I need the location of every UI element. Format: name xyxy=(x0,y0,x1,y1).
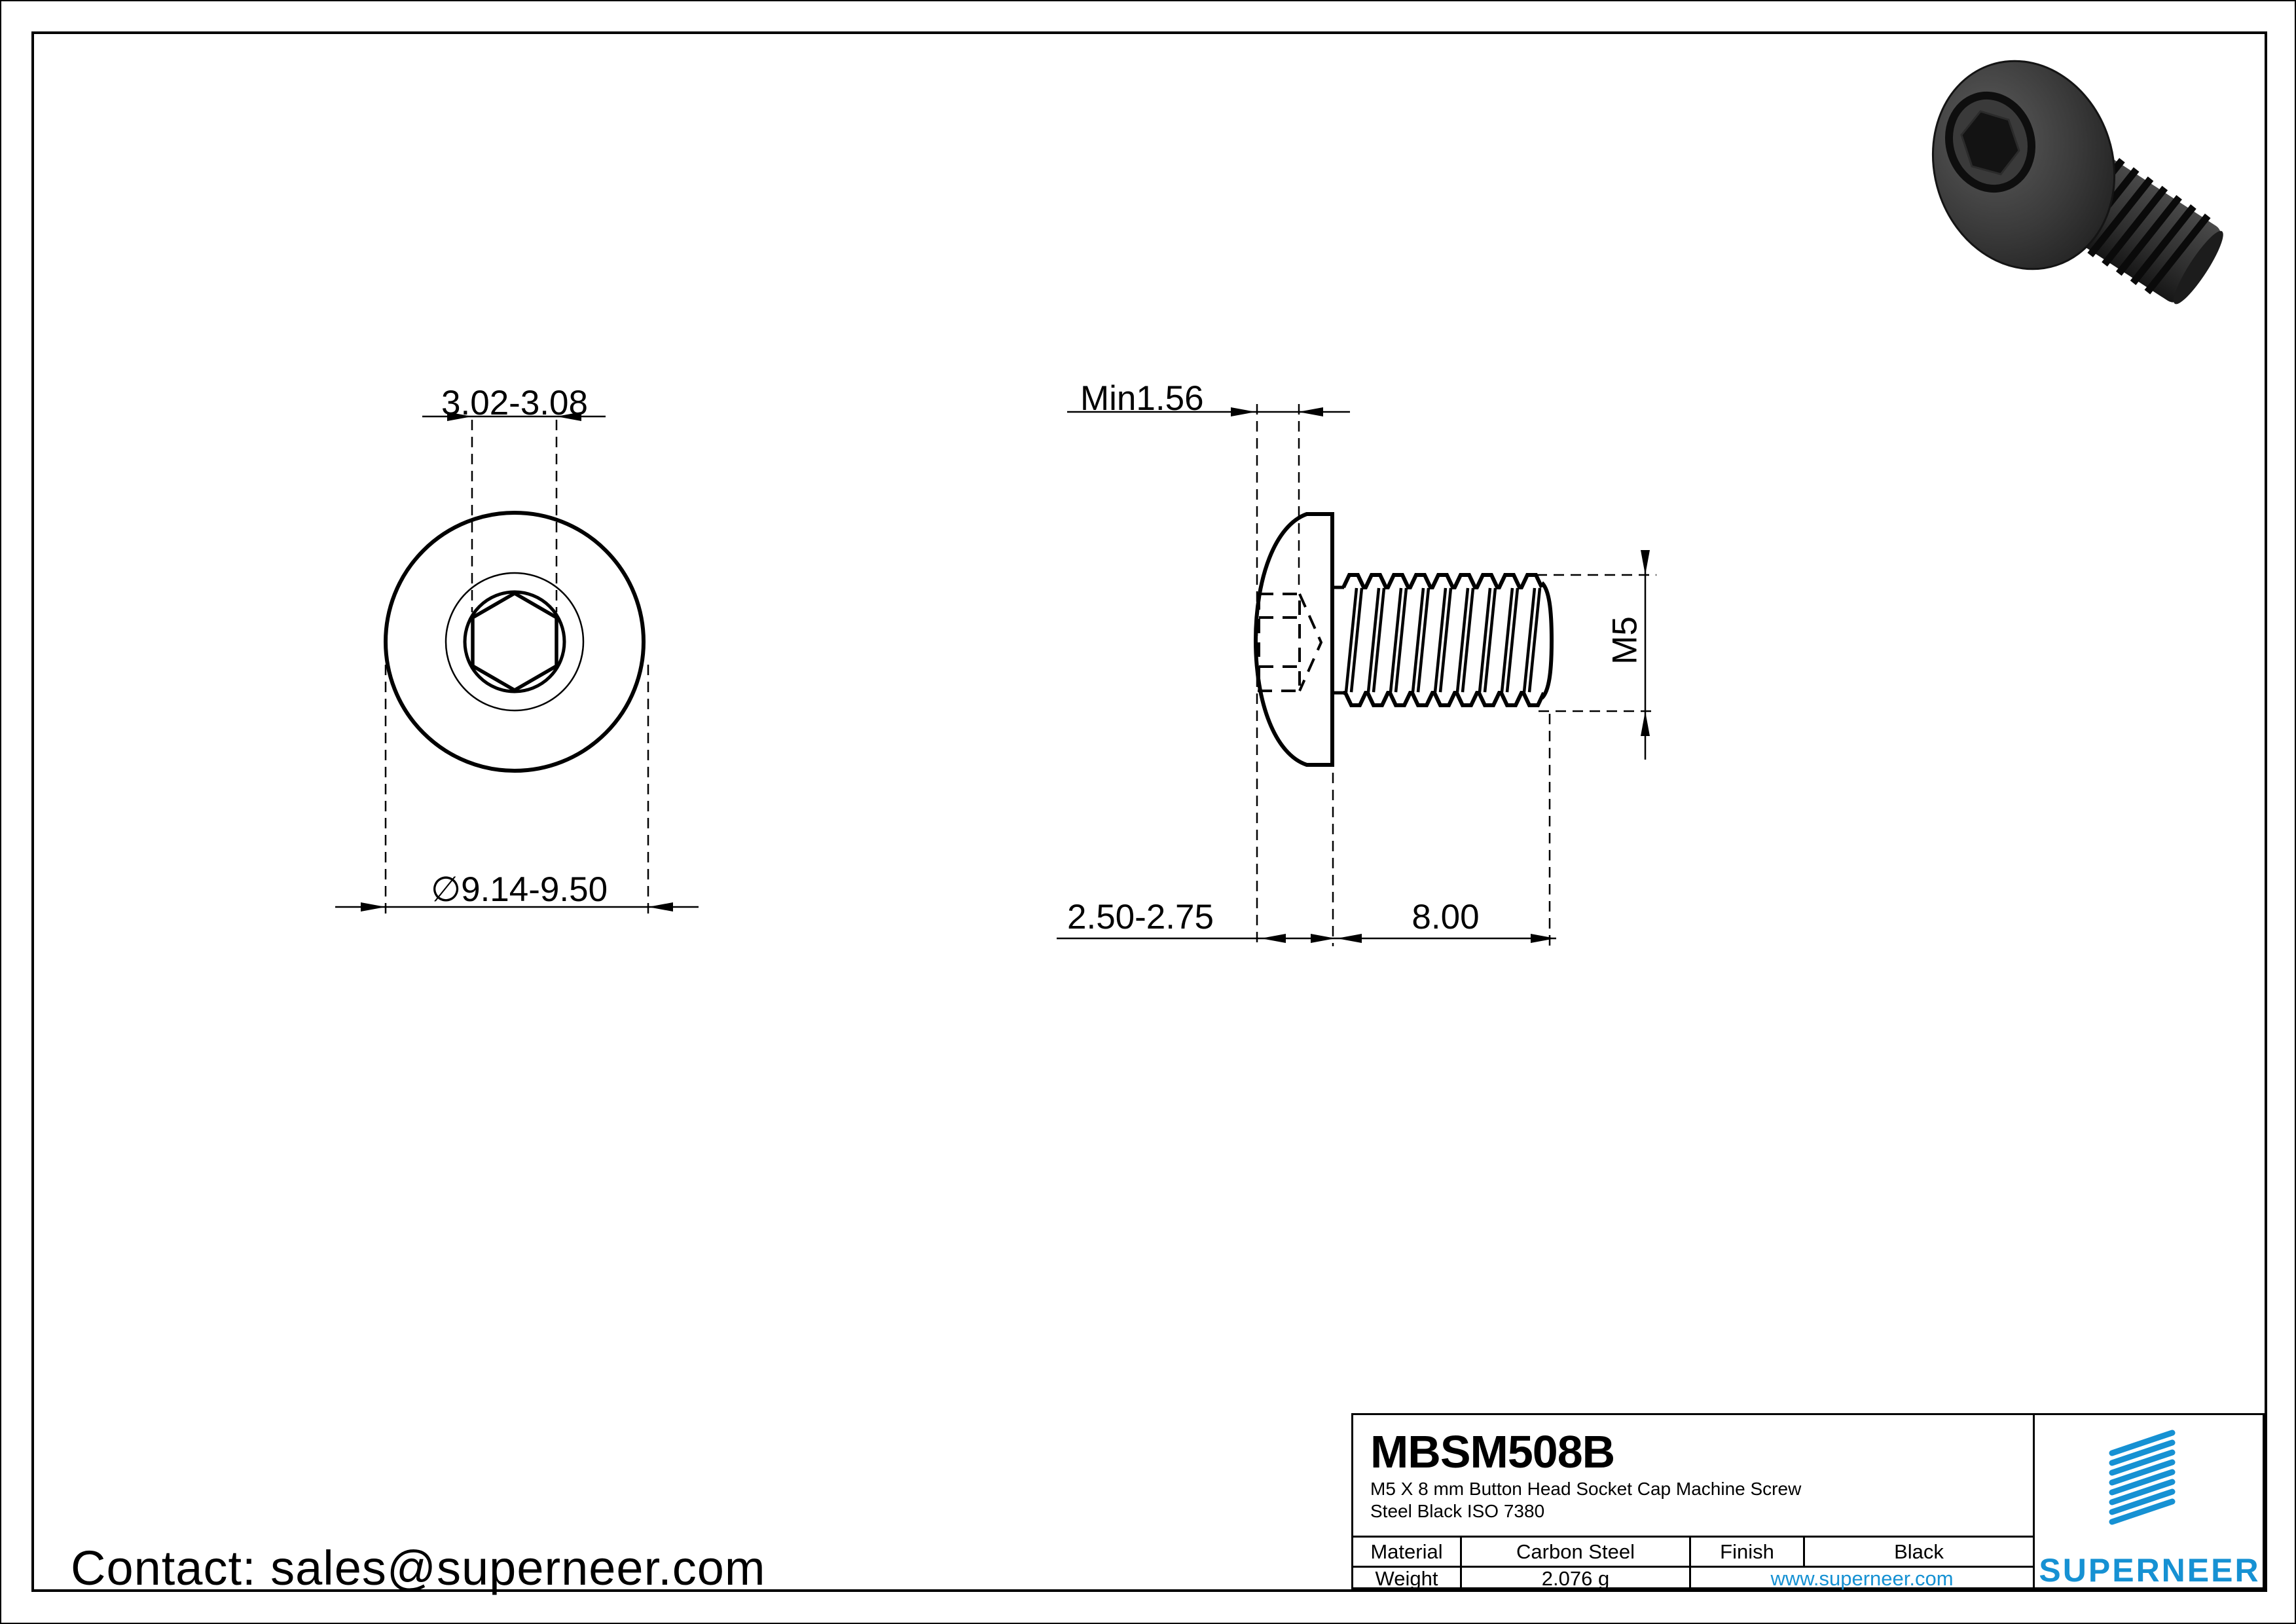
front-dimension-arrows xyxy=(361,412,673,912)
weight-label-cell: Weight xyxy=(1353,1566,1462,1590)
front-view xyxy=(335,412,699,915)
hidden-socket xyxy=(1258,593,1323,692)
brand-name: SUPERNEER xyxy=(2039,1552,2261,1589)
superneer-logo-icon xyxy=(2109,1430,2176,1525)
head-outline-circle xyxy=(384,511,646,773)
title-block: MBSM508B M5 X 8 mm Button Head Socket Ca… xyxy=(1351,1413,2265,1590)
part-number: MBSM508B xyxy=(1370,1426,1615,1477)
thread-flanks xyxy=(1344,587,1542,693)
side-socket-depth-dim: Min1.56 xyxy=(1080,379,1204,418)
front-dimension-lines xyxy=(335,415,699,908)
side-head-height-dim: 2.50-2.75 xyxy=(1067,898,1214,936)
material-label-cell: Material xyxy=(1353,1536,1462,1566)
screw-3d-hex-hole xyxy=(1960,110,2020,175)
material-value-cell: Carbon Steel xyxy=(1462,1536,1691,1566)
website-link[interactable]: www.superneer.com xyxy=(1691,1566,2035,1590)
finish-label-cell: Finish xyxy=(1691,1536,1805,1566)
finish-value-cell: Black xyxy=(1805,1536,2035,1566)
screw-3d-render xyxy=(1931,60,2223,304)
side-dimension-arrows xyxy=(1231,407,1650,943)
front-head-diameter-dim: ∅9.14-9.50 xyxy=(430,870,608,909)
weight-value-cell: 2.076 g xyxy=(1462,1566,1691,1590)
hex-socket xyxy=(471,591,558,693)
front-extension-lines xyxy=(384,420,649,915)
thread-bottom-crests xyxy=(1343,691,1546,707)
description-line1: M5 X 8 mm Button Head Socket Cap Machine… xyxy=(1370,1479,1802,1499)
side-extension-lines xyxy=(1256,404,1656,946)
side-dimension-lines xyxy=(1057,411,1647,940)
side-thread-length-dim: 8.00 xyxy=(1412,898,1480,936)
thread-top-crests xyxy=(1341,573,1544,589)
description-line2: Steel Black ISO 7380 xyxy=(1370,1501,1545,1521)
page-inner-frame xyxy=(31,31,2267,1592)
title-block-description-area: MBSM508B M5 X 8 mm Button Head Socket Ca… xyxy=(1353,1415,2035,1536)
socket-circle xyxy=(463,590,566,693)
side-head-outline xyxy=(1253,512,1334,767)
brand-panel: SUPERNEER xyxy=(2035,1415,2265,1589)
side-thread-size-dim: M5 xyxy=(1605,616,1645,665)
front-socket-width-dim: 3.02-3.08 xyxy=(441,384,588,422)
socket-chamfer-circle xyxy=(445,572,585,712)
thread-end-cap xyxy=(1540,581,1554,700)
side-view xyxy=(1057,404,1656,946)
contact-email[interactable]: Contact: sales@superneer.com xyxy=(71,1541,766,1595)
thread-neck xyxy=(1334,585,1344,695)
